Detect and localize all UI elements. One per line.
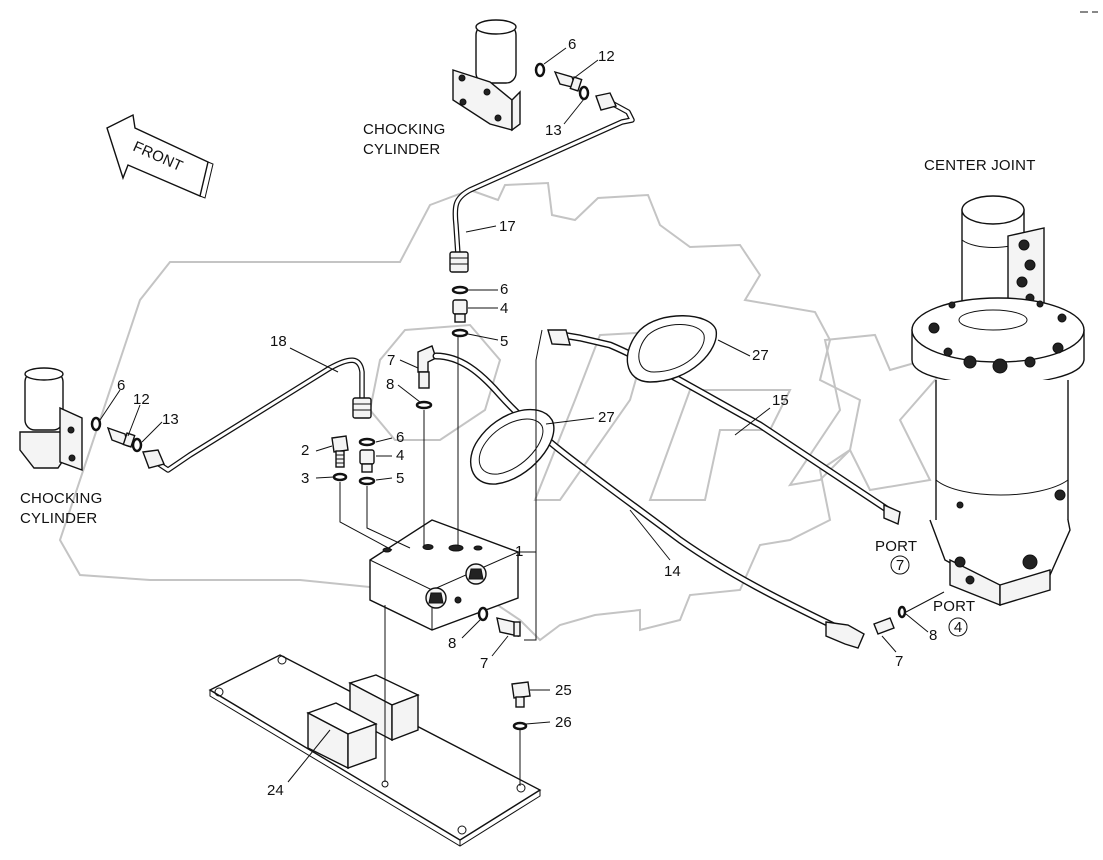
label-2: 2 [301,442,309,459]
label-15: 15 [772,392,789,409]
washer-26 [512,721,528,731]
chocking-cylinder-left-line1: CHOCKING [20,490,102,507]
label-1: 1 [515,543,523,560]
adapter-4-mid [452,299,468,323]
leader-lines [99,47,929,783]
label-7-upper: 7 [387,352,395,369]
washer-3 [332,472,348,482]
label-24: 24 [267,782,284,799]
label-3: 3 [301,470,309,487]
o-ring-5-lower [358,476,376,486]
label-7-lower: 7 [480,655,488,672]
o-ring-6-left [90,416,102,432]
center-joint [911,195,1085,607]
o-ring-13-top [578,85,590,101]
valve-block-1 [369,519,519,631]
label-14: 14 [664,563,681,580]
label-27-left: 27 [598,409,615,426]
label-4-lower: 4 [396,447,404,464]
label-8-right: 8 [929,627,937,644]
label-27-right: 27 [752,347,769,364]
pipe-17 [449,92,635,273]
label-8-upper: 8 [386,376,394,393]
front-arrow-icon: FRONT [106,113,214,199]
port-b-circle [948,617,968,637]
adapter-7-lower [496,617,521,637]
assembly-lines [339,329,945,786]
o-ring-5-mid [451,328,469,338]
bolt-2 [331,435,349,468]
o-ring-6-mid [451,285,469,295]
pipe-18 [142,357,372,473]
o-ring-6-lower [358,437,376,447]
port-a-label: PORT [875,538,917,555]
chocking-cylinder-left [19,367,83,471]
clamp-27-right [626,315,717,383]
o-ring-8-right [897,605,907,619]
chocking-cylinder-top-line1: CHOCKING [363,121,445,138]
port-b-label: PORT [933,598,975,615]
chocking-cylinder-top-line2: CYLINDER [363,141,440,158]
label-18: 18 [270,333,287,350]
base-plate-24 [208,654,542,847]
label-6-left: 6 [117,377,125,394]
label-6-mid: 6 [500,281,508,298]
label-17: 17 [499,218,516,235]
port-a-number: 7 [896,557,904,574]
o-ring-8-upper [415,400,433,410]
hose-14 [432,352,865,649]
clamp-27-left [469,408,555,485]
bolt-25 [511,681,531,708]
label-5-lower: 5 [396,470,404,487]
label-4-mid: 4 [500,300,508,317]
o-ring-8-lower [477,606,489,622]
adapter-12-top [553,70,583,92]
label-25: 25 [555,682,572,699]
chocking-cylinder-top [452,19,521,132]
o-ring-6-top [534,62,546,78]
center-joint-label: CENTER JOINT [924,157,1036,174]
adapter-4-lower [359,449,375,473]
label-26: 26 [555,714,572,731]
o-ring-13-left [131,437,143,453]
label-6-lower: 6 [396,429,404,446]
port-b-number: 4 [954,619,962,636]
label-7-right: 7 [895,653,903,670]
label-13-left: 13 [162,411,179,428]
chocking-cylinder-left-line2: CYLINDER [20,510,97,527]
label-12-left: 12 [133,391,150,408]
part-labels: 6 12 13 17 6 4 5 18 6 12 13 7 8 2 3 6 4 … [117,36,937,799]
adapter-7-right [873,617,895,635]
label-5-mid: 5 [500,333,508,350]
label-12-top: 12 [598,48,615,65]
label-8-lower: 8 [448,635,456,652]
adapter-12-left [106,426,136,448]
port-a-circle [890,555,910,575]
elbow-7-upper [417,345,437,389]
label-6-top: 6 [568,36,576,53]
hose-15 [547,329,901,525]
label-13-top: 13 [545,122,562,139]
